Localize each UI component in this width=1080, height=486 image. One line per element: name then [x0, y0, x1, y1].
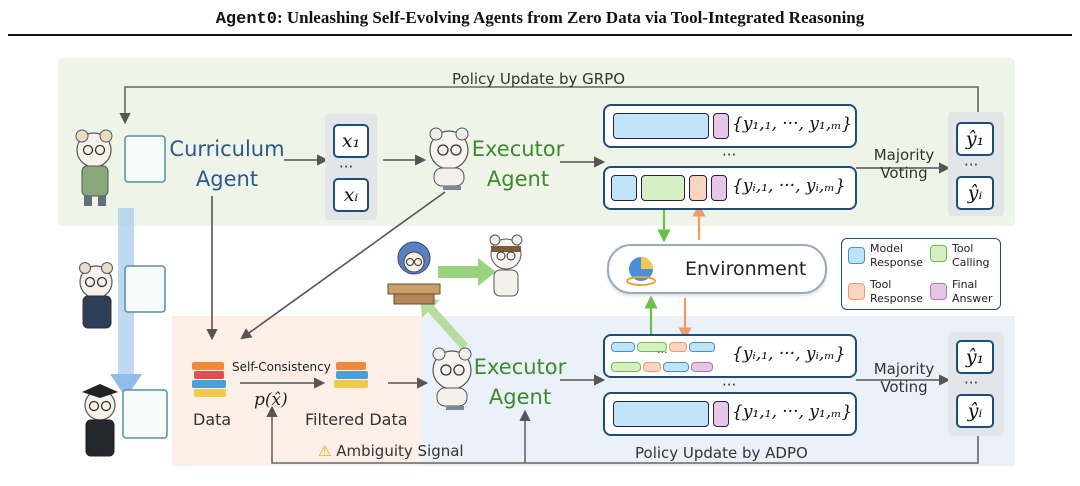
legend-final-line2: Answer: [952, 292, 993, 305]
majority-bottom-line1: Majority: [873, 360, 935, 378]
yi-response-set: {yᵢ,₁, ···, yᵢ,ₘ}: [732, 176, 846, 196]
legend-toolresp-line2: Response: [870, 292, 923, 305]
grpo-label: Policy Update by GRPO: [452, 70, 626, 88]
y1-hat-bottom: ŷ₁: [956, 340, 994, 374]
adpo-label: Policy Update by ADPO: [635, 444, 808, 462]
y1-response-set: {y₁,₁, ···, y₁,ₘ}: [732, 114, 853, 134]
yi-hat-top: ŷᵢ: [956, 176, 994, 210]
task-xi: xᵢ: [333, 178, 369, 212]
voted-dots-top: ···: [964, 156, 979, 174]
yi-hat-bottom: ŷᵢ: [956, 394, 994, 428]
final-answer-pill: [691, 362, 713, 372]
executor-agent-bottom-line1: Executor: [473, 355, 567, 379]
tool-calling-pill: [611, 362, 641, 372]
pill-dots: ···: [657, 346, 668, 359]
legend-swatch-model-response: [848, 247, 865, 264]
model-response-pill: [689, 342, 715, 352]
legend-final-line1: Final: [952, 278, 978, 291]
executor-agent-top-line1: Executor: [471, 137, 565, 161]
majority-bottom-line2: Voting: [880, 378, 928, 396]
task-dots: ···: [339, 158, 354, 176]
executor-agent-label-top: Executor Agent: [466, 134, 570, 194]
legend-model-line1: Model: [870, 242, 904, 255]
model-response-block: [611, 175, 637, 201]
response-row-1-bottom: {y₁,₁, ···, y₁,ₘ}: [603, 392, 857, 436]
legend: Model Response Tool Calling Tool Respons…: [841, 238, 1001, 310]
y1-response-set-bottom: {y₁,₁, ···, y₁,ₘ}: [732, 402, 853, 422]
title-rule: [8, 34, 1072, 36]
tool-calling-pill: [637, 342, 667, 352]
voted-dots-bottom: ···: [964, 374, 979, 392]
response-row-1: {y₁,₁, ···, y₁,ₘ}: [603, 104, 857, 148]
response-row-i-bottom: ··· {yᵢ,₁, ···, yᵢ,ₘ}: [603, 334, 857, 378]
final-answer-block: [711, 175, 727, 201]
self-consistency-label: Self-Consistency: [232, 360, 331, 374]
legend-toolcall-line2: Calling: [952, 256, 990, 269]
curriculum-agent-line2: Agent: [195, 167, 259, 191]
response-row-i: {yᵢ,₁, ···, yᵢ,ₘ}: [603, 166, 857, 210]
legend-toolresp-line1: Tool: [870, 278, 892, 291]
y1-hat-top: ŷ₁: [956, 122, 994, 156]
model-response-pill: [611, 342, 635, 352]
p-hat-x-label: p(x̂): [254, 390, 288, 410]
tool-calling-block: [641, 175, 685, 201]
paper-title: Agent0: Unleashing Self-Evolving Agents …: [0, 8, 1080, 29]
legend-swatch-tool-calling: [930, 245, 947, 262]
response-dots-bottom: ···: [722, 376, 737, 394]
legend-final-answer: Final Answer: [952, 278, 993, 306]
legend-model-response: Model Response: [870, 242, 923, 270]
legend-toolcall-line1: Tool: [952, 242, 974, 255]
warning-icon: ⚠: [318, 442, 332, 460]
model-response-block: [613, 113, 709, 139]
ambiguity-signal: ⚠ Ambiguity Signal: [318, 442, 464, 460]
final-answer-block: [713, 401, 729, 427]
filtered-data-label: Filtered Data: [305, 410, 408, 429]
executor-agent-bottom-line2: Agent: [488, 385, 552, 409]
title-agent-name: Agent0: [215, 10, 277, 29]
executor-agent-label-bottom: Executor Agent: [468, 352, 572, 412]
legend-tool-response: Tool Response: [870, 278, 923, 306]
legend-swatch-final-answer: [930, 283, 947, 300]
title-text: : Unleashing Self-Evolving Agents from Z…: [276, 8, 865, 27]
majority-voting-top: Majority Voting: [862, 146, 946, 182]
legend-model-line2: Response: [870, 256, 923, 269]
tool-response-pill: [669, 342, 687, 352]
legend-swatch-tool-response: [848, 283, 865, 300]
curriculum-agent-label: Curriculum Agent: [168, 134, 286, 194]
environment-node: Environment: [607, 244, 827, 294]
environment-label: Environment: [685, 258, 807, 280]
curriculum-agent-line1: Curriculum: [169, 137, 285, 161]
tool-response-block: [689, 175, 707, 201]
ambiguity-signal-label: Ambiguity Signal: [336, 442, 464, 460]
data-label: Data: [193, 410, 232, 429]
task-x1: x₁: [333, 124, 369, 158]
yi-response-set-bottom: {yᵢ,₁, ···, yᵢ,ₘ}: [732, 344, 846, 364]
executor-agent-top-line2: Agent: [486, 167, 550, 191]
model-response-block: [613, 401, 709, 427]
final-answer-block: [713, 113, 729, 139]
majority-voting-bottom: Majority Voting: [862, 360, 946, 396]
python-env-icon: [626, 257, 656, 286]
legend-tool-calling: Tool Calling: [952, 242, 990, 270]
majority-top-line2: Voting: [880, 164, 928, 182]
majority-top-line1: Majority: [873, 146, 935, 164]
tool-response-pill: [643, 362, 661, 372]
response-dots-top: ···: [722, 146, 737, 164]
model-response-pill: [663, 362, 689, 372]
